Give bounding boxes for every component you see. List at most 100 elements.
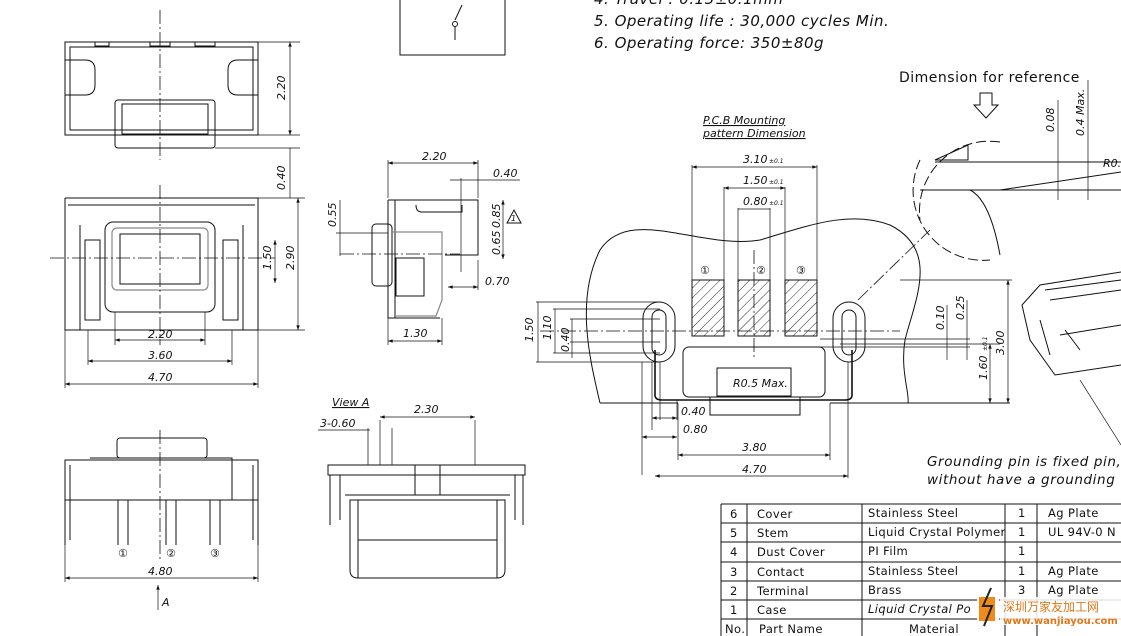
perspective-view bbox=[1021, 271, 1121, 446]
dim-label: 0.40 bbox=[275, 166, 288, 191]
spec-list: 4. Travel : 0.15±0.1mm 5. Operating life… bbox=[594, 0, 889, 52]
pad-2-label: ② bbox=[756, 264, 766, 277]
row-remark: Ag Plate bbox=[1048, 583, 1099, 597]
row-part: Stem bbox=[757, 526, 789, 540]
dim-label: 3.00 bbox=[994, 331, 1007, 356]
row-material: Liquid Crystal Po bbox=[868, 602, 971, 616]
row-part: Dust Cover bbox=[757, 545, 825, 559]
radius-label: R0. bbox=[1103, 157, 1121, 170]
dim-label: 2.90 bbox=[284, 246, 297, 271]
top-view: 2.20 0.40 bbox=[64, 10, 300, 198]
note-line-1: Grounding pin is fixed pin, bbox=[927, 454, 1121, 470]
pin-1-label: ① bbox=[118, 547, 128, 560]
dim-label: 0.55 bbox=[326, 203, 339, 228]
row-qty: 1 bbox=[1018, 564, 1026, 578]
dim-label: 3.10 bbox=[743, 153, 768, 166]
row-part: Contact bbox=[757, 565, 805, 579]
dim-label: 3.80 bbox=[742, 441, 767, 454]
note-marker: 1 bbox=[511, 214, 516, 223]
spec-operating-force: 6. Operating force: 350±80g bbox=[594, 34, 824, 52]
reference-detail: Dimension for reference 0.08 0.4 Max. R0… bbox=[899, 70, 1121, 261]
dim-label: 4.70 bbox=[148, 371, 173, 384]
row-part: Case bbox=[757, 603, 787, 617]
tolerance-label: ±0.1 bbox=[769, 200, 784, 207]
pad-1-label: ① bbox=[700, 264, 710, 277]
row-remark: UL 94V-0 N bbox=[1048, 525, 1116, 539]
row-material: PI Film bbox=[868, 544, 908, 558]
dim-label: 2.20 bbox=[422, 150, 447, 163]
header-no: No. bbox=[725, 622, 745, 636]
dim-label: 0.40 bbox=[681, 405, 706, 418]
front-view: 2.90 1.50 2.20 3.60 4.70 bbox=[50, 185, 305, 388]
header-part-name: Part Name bbox=[759, 622, 823, 636]
dim-label: 0.85 bbox=[490, 204, 503, 229]
row-no: 1 bbox=[730, 603, 738, 617]
watermark-logo: 深圳万家友加工网 www.wanjiayou.com bbox=[977, 587, 1121, 627]
row-part: Terminal bbox=[756, 584, 809, 598]
dim-label: 0.80 bbox=[743, 195, 768, 208]
logo-icon bbox=[979, 597, 995, 621]
pcb-title-line1: P.C.B Mounting bbox=[703, 114, 785, 127]
row-no: 3 bbox=[730, 565, 738, 579]
bom-row: 4 Dust Cover PI Film 1 bbox=[730, 544, 1026, 559]
row-qty: 1 bbox=[1018, 544, 1026, 558]
radius-label: R0.5 Max. bbox=[733, 377, 788, 390]
tolerance-label: ±0.1 bbox=[769, 179, 784, 186]
row-no: 5 bbox=[730, 526, 738, 540]
pin-3-label: ③ bbox=[210, 547, 220, 560]
reference-title: Dimension for reference bbox=[899, 70, 1080, 86]
spec-operating-life: 5. Operating life : 30,000 cycles Min. bbox=[594, 12, 889, 30]
dim-label: 4.80 bbox=[148, 565, 173, 578]
dim-label: 0.10 bbox=[934, 306, 947, 331]
bom-table: 6 Cover Stainless Steel 1 Ag Plate 5 Ste… bbox=[720, 503, 1121, 636]
dim-label: 3-0.60 bbox=[320, 417, 355, 430]
row-material: Stainless Steel bbox=[868, 506, 958, 520]
bom-row: 5 Stem Liquid Crystal Polymer 1 UL 94V-0… bbox=[730, 525, 1116, 540]
dim-label: 0.70 bbox=[485, 275, 510, 288]
dim-label: 1.50 bbox=[743, 174, 768, 187]
bom-header: No. Part Name Material bbox=[725, 622, 959, 636]
dim-label: 0.65 bbox=[490, 231, 503, 256]
spec-travel: 4. Travel : 0.15±0.1mm bbox=[594, 0, 783, 8]
dim-label: 0.40 bbox=[493, 167, 518, 180]
row-no: 4 bbox=[730, 545, 738, 559]
view-a-title: View A bbox=[332, 396, 369, 409]
watermark-cn: 深圳万家友加工网 bbox=[1003, 599, 1099, 614]
dim-label: 0.25 bbox=[954, 296, 967, 321]
row-material: Stainless Steel bbox=[868, 564, 958, 578]
dim-label: 4.70 bbox=[742, 463, 767, 476]
dim-label: 1.60 bbox=[977, 356, 990, 381]
row-no: 6 bbox=[730, 507, 738, 521]
row-qty: 1 bbox=[1018, 506, 1026, 520]
dim-label: 0.4 Max. bbox=[1074, 89, 1087, 136]
pcb-pattern: P.C.B Mounting pattern Dimension ① ② ③ R… bbox=[523, 114, 1012, 478]
dim-label: 2.30 bbox=[414, 403, 439, 416]
bom-row: 6 Cover Stainless Steel 1 Ag Plate bbox=[730, 506, 1099, 521]
view-a-marker: A bbox=[161, 596, 170, 609]
watermark-url: www.wanjiayou.com bbox=[1003, 616, 1118, 627]
side-view: 2.20 0.40 0.55 0.85 0.65 1 0.70 1.30 bbox=[326, 150, 522, 345]
row-remark: Ag Plate bbox=[1048, 564, 1099, 578]
circuit-symbol bbox=[399, 0, 506, 56]
dim-label: 3.60 bbox=[148, 349, 173, 362]
down-arrow-icon bbox=[972, 92, 1000, 119]
pin-2-label: ② bbox=[166, 547, 176, 560]
bom-row: 3 Contact Stainless Steel 1 Ag Plate bbox=[730, 564, 1099, 579]
bom-row: 2 Terminal Brass 3 Ag Plate bbox=[730, 583, 1099, 598]
pad-3-label: ③ bbox=[796, 264, 806, 277]
row-material: Brass bbox=[868, 583, 902, 597]
bom-row: 1 Case Liquid Crystal Po bbox=[730, 602, 971, 617]
dim-label: 1.50 bbox=[261, 246, 274, 271]
dim-label: 1.50 bbox=[523, 318, 536, 343]
dim-label: 1.30 bbox=[403, 327, 428, 340]
dim-label: 0.80 bbox=[683, 423, 708, 436]
note-line-2: without have a grounding f bbox=[927, 472, 1121, 488]
dim-label: 1.10 bbox=[541, 316, 554, 341]
row-remark: Ag Plate bbox=[1048, 506, 1099, 520]
tolerance-label: ±0.1 bbox=[982, 336, 989, 351]
row-no: 2 bbox=[730, 584, 738, 598]
dim-label: 0.08 bbox=[1044, 108, 1057, 133]
row-material: Liquid Crystal Polymer bbox=[868, 525, 1006, 539]
dim-label: 2.20 bbox=[275, 76, 288, 101]
